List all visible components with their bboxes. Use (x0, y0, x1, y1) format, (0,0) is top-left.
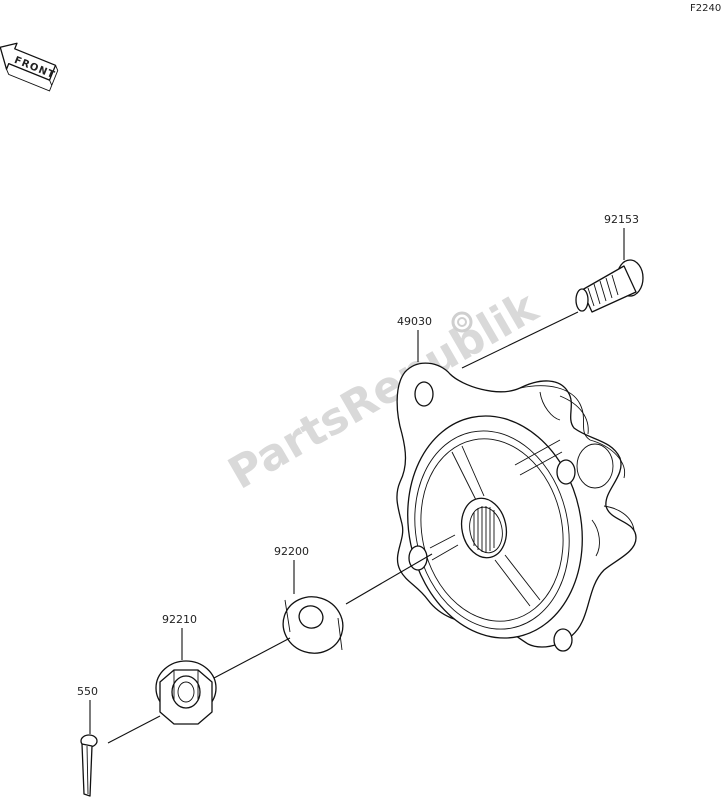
cotter-pin-drawing (80, 734, 98, 797)
washer-drawing (282, 596, 344, 654)
callout-550[interactable]: 550 (77, 685, 98, 734)
callout-92200[interactable]: 92200 (274, 545, 309, 594)
stud-drawing (575, 259, 644, 313)
hub-drawing (396, 362, 637, 652)
front-arrow-icon: FRONT (0, 42, 59, 92)
callout-49030[interactable]: 49030 (397, 315, 432, 362)
part-number-92210: 92210 (162, 613, 197, 626)
assembly-axis (107, 311, 579, 744)
callout-92210[interactable]: 92210 (162, 613, 197, 660)
part-number-92200: 92200 (274, 545, 309, 558)
diagram-code: F2240 (690, 3, 721, 14)
nut-drawing (155, 660, 217, 725)
part-number-92153: 92153 (604, 213, 639, 226)
part-number-550: 550 (77, 685, 98, 698)
callout-92153[interactable]: 92153 (604, 213, 639, 260)
part-number-49030: 49030 (397, 315, 432, 328)
watermark-gear-icon (451, 311, 473, 333)
